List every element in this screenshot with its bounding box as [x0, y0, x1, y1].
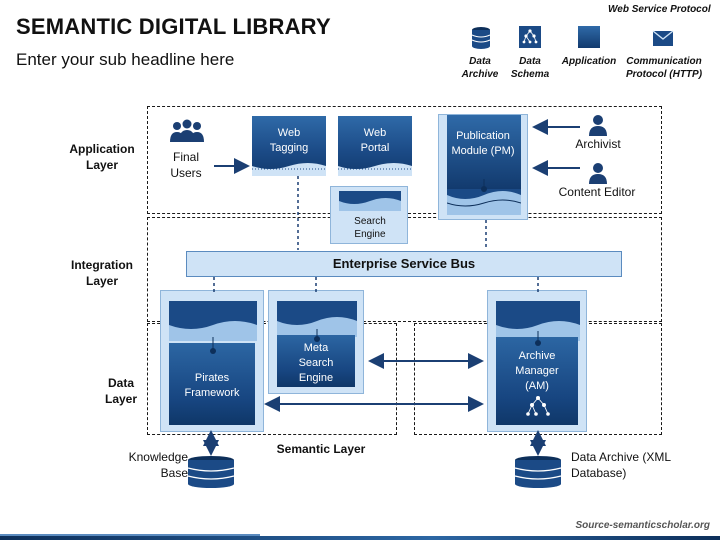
legend-communication-protocol: Communication Protocol (HTTP) [625, 56, 703, 80]
archive-pin [535, 331, 541, 346]
publication-module[interactable]: Publication Module (PM) [438, 114, 528, 220]
meta-core [277, 335, 355, 387]
footer-accent [0, 534, 260, 536]
content-editor-icon [588, 162, 608, 184]
integration-layer-label: Integration Layer [71, 258, 133, 288]
web-tagging-label: Web Tagging [269, 127, 309, 154]
envelope-icon [652, 28, 674, 48]
publication-core [447, 115, 521, 189]
legend-application: Application [561, 56, 617, 67]
meta-search-engine-label: Meta Search Engine [298, 342, 334, 384]
final-users-label: Final Users [170, 150, 202, 180]
legend-heading: Web Service Protocol [608, 4, 711, 15]
legend-data-archive: Data Archive [461, 56, 499, 80]
archivist-icon [588, 114, 608, 136]
enterprise-service-bus[interactable]: Enterprise Service Bus [186, 251, 622, 277]
meta-pin [314, 329, 320, 342]
application-icon [578, 26, 600, 48]
search-engine[interactable]: Search Engine [330, 186, 408, 244]
data-archive-db-icon [514, 455, 562, 489]
semantic-layer-label: Semantic Layer [276, 442, 366, 456]
pirates-core [169, 343, 255, 425]
web-portal-label: Web Portal [360, 127, 390, 154]
search-engine-top [339, 191, 401, 211]
pirates-top [169, 301, 257, 341]
web-portal-app[interactable]: Web Portal [338, 116, 412, 176]
meta-top [277, 301, 357, 337]
pirates-framework[interactable]: Pirates Framework [160, 290, 264, 432]
archive-schema-icon [526, 396, 550, 416]
archive-top [496, 301, 580, 341]
web-portal-wave [338, 163, 412, 176]
data-layer-label: Data Layer [104, 376, 138, 406]
pirates-framework-label: Pirates Framework [184, 372, 240, 399]
knowledge-base-db-icon [187, 455, 235, 489]
data-archive-label: Data Archive (XML Database) [571, 450, 671, 480]
meta-search-engine[interactable]: Meta Search Engine [268, 290, 364, 394]
legend-data-schema: Data Schema [510, 56, 550, 80]
publication-module-label: Publication Module (PM) [451, 130, 515, 157]
footer-bar [0, 536, 720, 540]
page-subtitle: Enter your sub headline here [16, 50, 235, 69]
knowledge-base-label: Knowledge Base [128, 450, 188, 480]
web-tagging-app[interactable]: Web Tagging [252, 116, 326, 176]
archive-core [496, 337, 578, 425]
publication-pin [481, 179, 487, 192]
schema-icon [519, 26, 541, 48]
archive-manager[interactable]: Archive Manager (AM) [487, 290, 587, 432]
source-credit: Source-semanticscholar.org [575, 520, 711, 531]
content-editor-label: Content Editor [558, 185, 636, 199]
pirates-pin [210, 337, 216, 354]
database-icon [471, 26, 491, 50]
users-group-icon [168, 118, 206, 146]
page-title: SEMANTIC DIGITAL LIBRARY [16, 14, 331, 39]
web-tagging-wave [252, 163, 326, 176]
publication-wave [447, 189, 521, 215]
application-layer-label: Application Layer [69, 142, 135, 172]
archivist-label: Archivist [575, 137, 621, 151]
search-engine-label: Search Engine [354, 216, 386, 240]
archive-manager-label: Archive Manager (AM) [515, 350, 559, 392]
